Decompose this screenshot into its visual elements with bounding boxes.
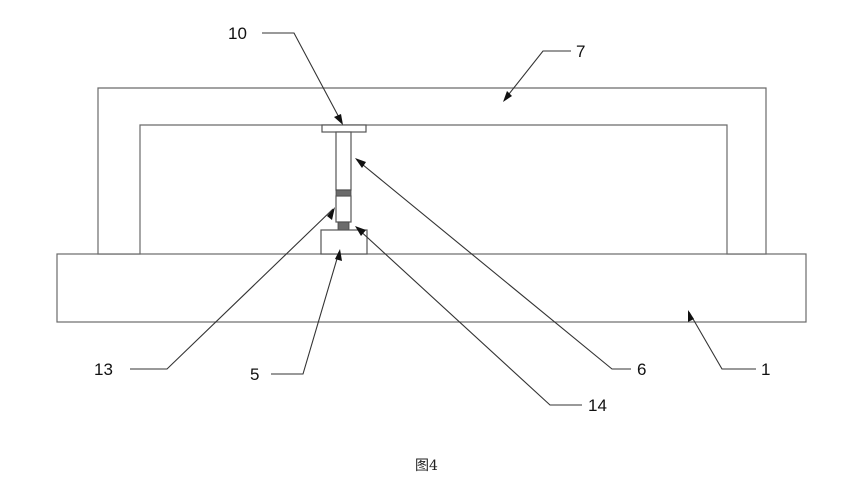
arrowhead-6 [355, 158, 366, 168]
label-10: 10 [228, 24, 247, 43]
joint-band-upper [335, 189, 352, 197]
arrowhead-7 [503, 91, 512, 102]
leader-1 [688, 311, 756, 370]
base-plate [56, 253, 807, 323]
label-7: 7 [576, 42, 585, 61]
arrowhead-13 [327, 207, 335, 220]
figure-caption: 图4 [415, 458, 438, 474]
leader-6 [356, 159, 631, 370]
label-5: 5 [250, 365, 259, 384]
top-mount-plate [321, 124, 367, 133]
label-14: 14 [588, 396, 607, 415]
leader-7 [504, 50, 571, 100]
lower-rod [335, 195, 352, 223]
arrowhead-10 [334, 114, 343, 125]
frame-cover [97, 87, 767, 255]
label-6: 6 [637, 360, 646, 379]
arrowhead-5 [335, 249, 342, 261]
leader-5 [271, 251, 340, 375]
arrowhead-1 [688, 310, 694, 322]
upper-rod [335, 131, 352, 191]
label-13: 13 [94, 360, 113, 379]
label-1: 1 [761, 360, 770, 379]
leader-13 [130, 208, 334, 370]
leader-10 [262, 32, 343, 124]
arrowhead-14 [355, 226, 366, 236]
damper-segment [337, 221, 350, 231]
support-block [320, 229, 368, 255]
leader-14 [356, 227, 582, 406]
